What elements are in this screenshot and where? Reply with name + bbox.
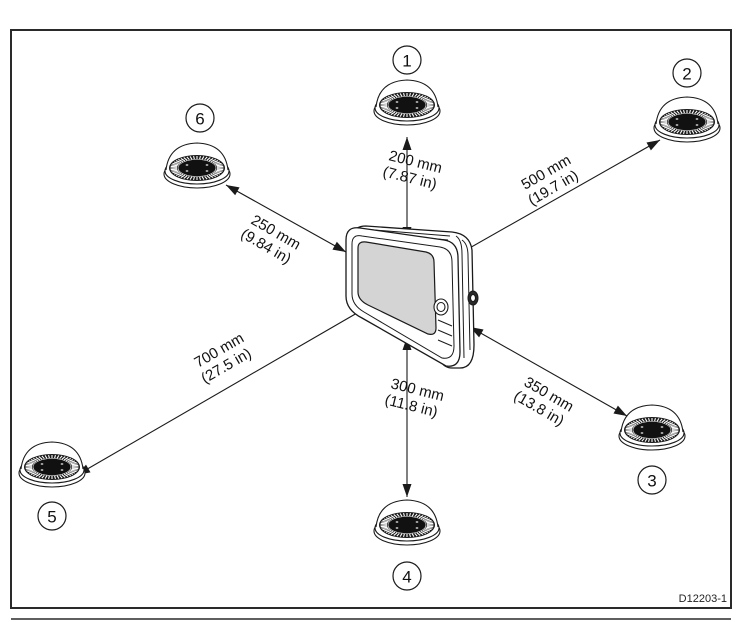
compass-icon <box>163 142 231 189</box>
callout-1: 1 <box>392 45 422 75</box>
callout-4: 4 <box>392 561 422 591</box>
display-screen <box>357 241 437 335</box>
dimension-3: 350 mm(13.8 in) <box>469 326 628 430</box>
compass-icon <box>618 404 686 451</box>
callout-number: 5 <box>47 508 56 527</box>
callout-circle <box>392 45 422 75</box>
arrowhead-icon <box>226 185 240 196</box>
compass-2: 2 <box>653 58 721 143</box>
compass-6: 6 <box>163 103 231 189</box>
callout-number: 6 <box>195 110 204 129</box>
compass-group: 1 2 3 4 5 6 <box>18 45 721 591</box>
distance-label: 700 mm(27.5 in) <box>192 330 255 388</box>
compass-icon <box>653 96 721 143</box>
dimension-2: 500 mm(19.7 in) <box>451 139 661 259</box>
dimension-5: 700 mm(27.5 in) <box>76 286 403 476</box>
distance-label: 500 mm(19.7 in) <box>519 152 582 210</box>
dimension-line <box>451 139 661 259</box>
distance-label: 200 mm(7.87 in) <box>381 147 444 193</box>
callout-5: 5 <box>37 501 67 531</box>
compass-icon <box>373 499 441 546</box>
arrowhead-icon <box>646 140 660 151</box>
callout-number: 1 <box>402 52 411 71</box>
arrowhead-icon <box>402 137 412 150</box>
distance-label: 250 mm(9.84 in) <box>238 212 304 268</box>
figure-id-label: D12203-1 <box>679 593 727 605</box>
distance-label: 300 mm(11.8 in) <box>383 375 446 421</box>
callout-number: 3 <box>647 472 656 491</box>
compass-icon <box>373 79 441 126</box>
callout-circle <box>672 58 702 88</box>
callout-circle <box>392 561 422 591</box>
compass-5: 5 <box>18 441 86 531</box>
compass-4: 4 <box>373 499 441 591</box>
callout-2: 2 <box>672 58 702 88</box>
callout-circle <box>637 465 667 495</box>
callout-6: 6 <box>185 103 215 133</box>
callout-circle <box>185 103 215 133</box>
diagram-frame <box>10 29 732 609</box>
arrowhead-icon <box>402 484 412 497</box>
callout-circle <box>37 501 67 531</box>
dimension-line <box>225 184 347 253</box>
dimension-line <box>76 286 403 476</box>
display-unit-icon <box>345 225 479 369</box>
compass-1: 1 <box>373 45 441 126</box>
arrowhead-icon <box>613 405 627 416</box>
callout-number: 2 <box>682 65 691 84</box>
dimension-1: 200 mm(7.87 in) <box>381 137 444 240</box>
callout-3: 3 <box>637 465 667 495</box>
arrowhead-icon <box>332 241 346 252</box>
dimension-lines: 200 mm(7.87 in) 500 mm(19.7 in) 350 mm(13.… <box>76 137 661 497</box>
compass-icon <box>18 441 86 488</box>
compass-3: 3 <box>618 404 686 495</box>
dimension-6: 250 mm(9.84 in) <box>225 184 347 268</box>
dimension-line <box>469 326 628 417</box>
callout-number: 4 <box>402 568 411 587</box>
